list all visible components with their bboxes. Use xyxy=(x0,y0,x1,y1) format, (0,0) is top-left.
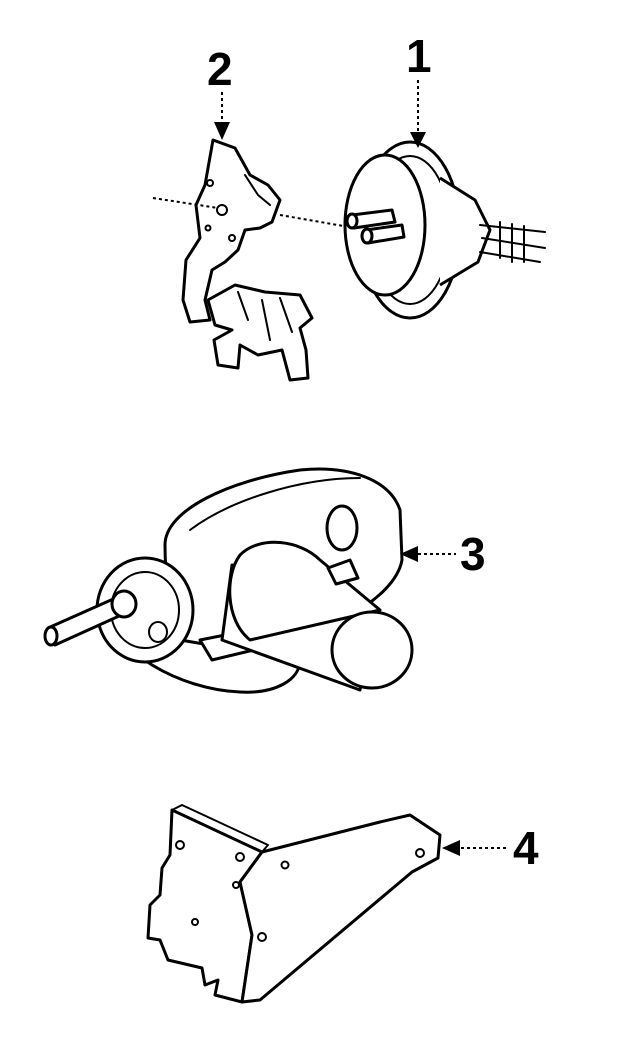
part-4-mounting-bracket xyxy=(146,804,442,1004)
callout-1-label: 1 xyxy=(406,30,432,82)
callout-2: 2 xyxy=(207,43,233,140)
part-1-vacuum-actuator xyxy=(343,140,546,320)
callout-2-label: 2 xyxy=(207,43,233,95)
part-2-bracket xyxy=(152,138,356,382)
callout-4: 4 xyxy=(442,822,539,874)
callout-1: 1 xyxy=(406,30,432,148)
callout-4-label: 4 xyxy=(513,822,539,874)
arrow-down-icon xyxy=(214,122,230,140)
arrow-left-icon xyxy=(442,840,460,856)
part-3-motor-assembly xyxy=(43,467,414,694)
arrow-left-icon xyxy=(400,546,418,562)
callout-3: 3 xyxy=(400,528,486,580)
arrow-down-icon xyxy=(410,132,426,148)
callout-3-label: 3 xyxy=(460,528,486,580)
